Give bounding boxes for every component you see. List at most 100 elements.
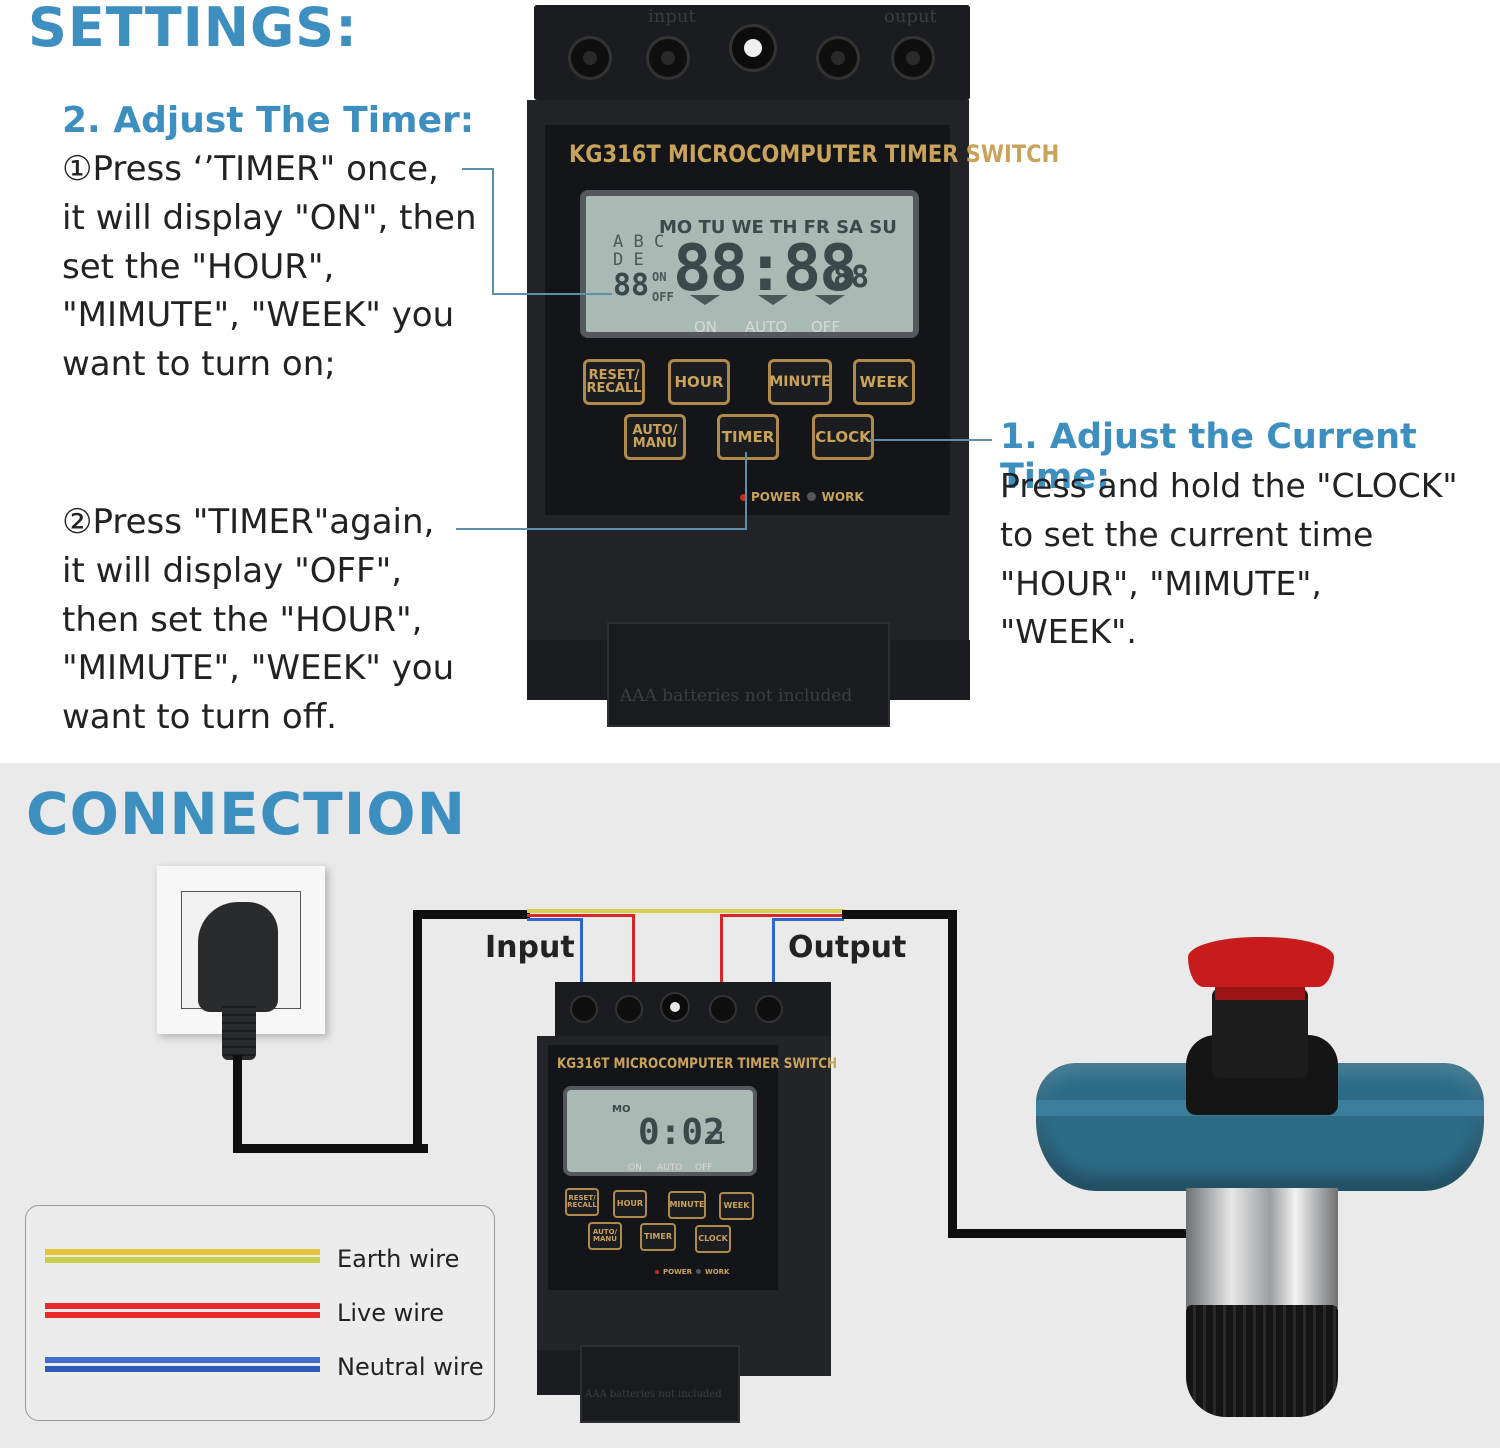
work-label: WORK <box>821 490 864 504</box>
small-mode-off: OFF <box>695 1163 713 1173</box>
timer-step2-text: ②Press "TIMER"again, it will display "OF… <box>62 502 455 738</box>
input-label: Input <box>485 930 575 965</box>
lcd-seconds: 88 <box>833 260 870 295</box>
timer-step1-text: ①Press ‘’TIMER" once, it will display "O… <box>62 149 477 385</box>
lcd-letters-row1: A B C <box>613 232 665 252</box>
small-terminal-2 <box>615 995 643 1023</box>
output-label: Output <box>788 930 907 965</box>
small-work-label: WORK <box>704 1268 730 1276</box>
leader-line-timer-on-h <box>492 293 612 295</box>
small-terminal-1 <box>570 995 598 1023</box>
plug-cable-up <box>413 910 422 1153</box>
pump-cable-bottom <box>948 1229 1188 1238</box>
minute-button[interactable]: MINUTE <box>768 359 832 405</box>
small-mode-auto: AUTO <box>657 1163 683 1173</box>
pump-cable-down <box>948 910 957 1238</box>
neutral-wire-label: Neutral wire <box>337 1353 484 1381</box>
earth-wire-label: Earth wire <box>337 1245 460 1273</box>
small-battery-note: AAA batteries not included <box>585 1389 722 1400</box>
pump-motor-body <box>1186 1188 1338 1308</box>
mode-auto-label: AUTO <box>745 318 788 336</box>
mount-tab-right <box>890 640 970 700</box>
live-wire-swatch-top <box>45 1303 320 1309</box>
small-mount-tab <box>537 1350 581 1395</box>
arrow-auto-icon <box>758 295 788 305</box>
small-lcd-day: MO <box>612 1104 631 1115</box>
leader-line-timer-on <box>462 168 494 170</box>
arrow-on-icon <box>690 295 720 305</box>
mount-tab-left <box>527 640 612 700</box>
power-label: POWER <box>751 490 801 504</box>
auto-manu-button[interactable]: AUTO/ MANU <box>624 414 686 460</box>
lcd-letters-row2: D E <box>613 250 644 270</box>
leader-line-clock <box>870 439 992 441</box>
pump-nozzle <box>1188 937 1334 987</box>
settings-heading: SETTINGS: <box>28 0 358 59</box>
pump-cap <box>1212 988 1308 1078</box>
small-clock-button: CLOCK <box>695 1225 731 1253</box>
reset-recall-button[interactable]: RESET/ RECALL <box>583 359 645 405</box>
small-lcd-display <box>563 1086 757 1176</box>
neutral-wire-input <box>527 918 583 921</box>
adjust-clock-title: 1. Adjust the Current Time: <box>1000 417 1417 497</box>
device-brand-label: KG316T MICROCOMPUTER TIMER SWITCH <box>569 140 1060 168</box>
timer-button[interactable]: TIMER <box>717 414 779 460</box>
small-work-led-icon <box>695 1269 701 1274</box>
mode-off-label: OFF <box>811 318 841 336</box>
clock-instructions-text: Press and hold the "CLOCK" to set the cu… <box>1000 466 1458 652</box>
power-led-icon <box>740 494 747 501</box>
neutral-wire-swatch-bottom <box>45 1366 320 1372</box>
small-lcd-time: 0:02 <box>638 1112 725 1153</box>
work-led-icon <box>806 492 816 501</box>
plug-cable-bottom <box>233 1144 428 1153</box>
neutral-wire-output-drop <box>772 918 775 984</box>
output-terminal-label: ouput <box>884 6 937 27</box>
terminal-screw-4 <box>891 36 935 80</box>
lcd-display <box>580 190 919 338</box>
small-device-brand: KG316T MICROCOMPUTER TIMER SWITCH <box>557 1054 838 1072</box>
hour-button[interactable]: HOUR <box>668 359 730 405</box>
live-wire-label: Live wire <box>337 1299 445 1327</box>
small-timer-button: TIMER <box>640 1223 676 1251</box>
earth-wire-span <box>527 909 845 913</box>
small-hour-button: HOUR <box>613 1190 647 1218</box>
leader-line-timer-off-v <box>745 452 747 530</box>
earth-wire-swatch-bottom <box>45 1257 320 1263</box>
small-minute-button: MINUTE <box>668 1191 706 1219</box>
week-button[interactable]: WEEK <box>853 359 915 405</box>
neutral-wire-output <box>772 918 844 921</box>
terminal-screw-2 <box>646 36 690 80</box>
lcd-on-indicator: ON <box>652 270 667 284</box>
small-battery-door <box>580 1345 740 1423</box>
live-wire-output <box>720 914 844 917</box>
small-power-label: POWER <box>663 1268 692 1276</box>
adjust-timer-title: 2. Adjust The Timer: <box>62 100 475 141</box>
small-terminal-4 <box>755 995 783 1023</box>
plug-cable-down <box>233 1055 242 1153</box>
small-power-work: POWER WORK <box>655 1268 729 1276</box>
lcd-weekdays: MO TU WE TH FR SA SU <box>659 217 897 238</box>
lcd-main-time: 88:88 <box>673 232 858 306</box>
leader-line-timer-on-v <box>492 168 494 295</box>
lcd-off-indicator: OFF <box>652 290 674 304</box>
clock-button[interactable]: CLOCK <box>812 414 874 460</box>
live-wire-swatch-bottom <box>45 1312 320 1318</box>
power-work-indicators: POWER WORK <box>740 490 864 504</box>
lcd-mode-arrows <box>690 295 845 305</box>
neutral-wire-swatch-top <box>45 1357 320 1363</box>
leader-line-timer-off <box>456 528 746 530</box>
plug-icon <box>198 902 278 1012</box>
plug-cable-sleeve <box>222 1000 256 1060</box>
plug-cable-top <box>413 910 530 919</box>
small-week-button: WEEK <box>719 1192 754 1220</box>
live-wire-output-drop <box>720 914 723 984</box>
terminal-screw-3 <box>816 36 860 80</box>
earth-wire-swatch-top <box>45 1249 320 1255</box>
terminal-screw-1 <box>568 36 612 80</box>
pump-intake-base <box>1186 1305 1338 1417</box>
connection-heading: CONNECTION <box>26 780 467 848</box>
lcd-program-number: 88 <box>613 268 650 303</box>
pump-cable-top <box>842 910 957 919</box>
live-wire-input-drop <box>632 914 635 984</box>
small-mode-on: ON <box>628 1163 642 1173</box>
